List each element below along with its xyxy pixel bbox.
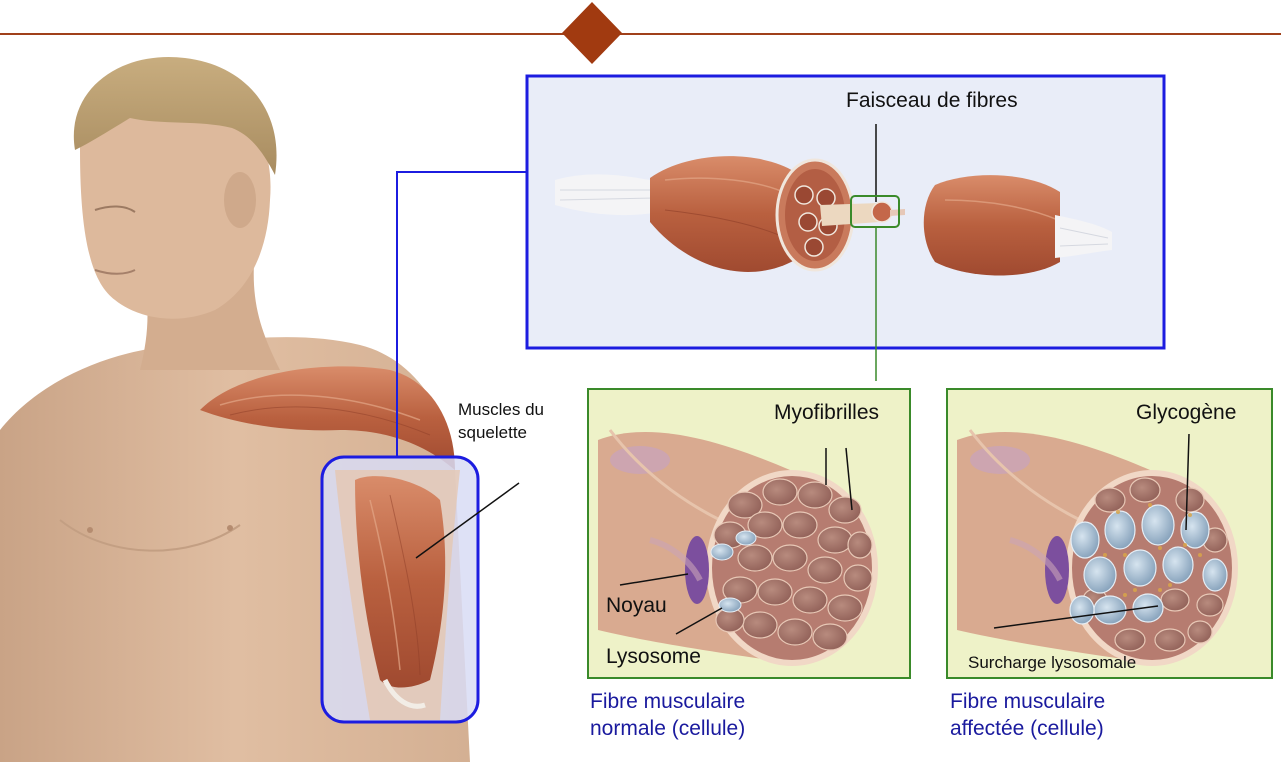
label-nucleus: Noyau <box>606 594 667 618</box>
label-skeletal-muscle-line1: Muscles du <box>458 400 544 420</box>
label-skeletal-muscle-line2: squelette <box>458 423 527 443</box>
caption-affected-line1: Fibre musculaire <box>950 690 1105 714</box>
caption-affected-line2: affectée (cellule) <box>950 717 1104 741</box>
label-lysosome: Lysosome <box>606 645 701 669</box>
caption-normal-line1: Fibre musculaire <box>590 690 745 714</box>
caption-normal-line2: normale (cellule) <box>590 717 745 741</box>
label-lysosomal-overload: Surcharge lysosomale <box>968 653 1136 673</box>
top-diamond <box>562 2 622 64</box>
label-myofibrils: Myofibrilles <box>774 401 879 425</box>
label-glycogen: Glycogène <box>1136 401 1236 425</box>
label-bundle: Faisceau de fibres <box>846 89 1018 113</box>
human-figure <box>0 57 478 762</box>
